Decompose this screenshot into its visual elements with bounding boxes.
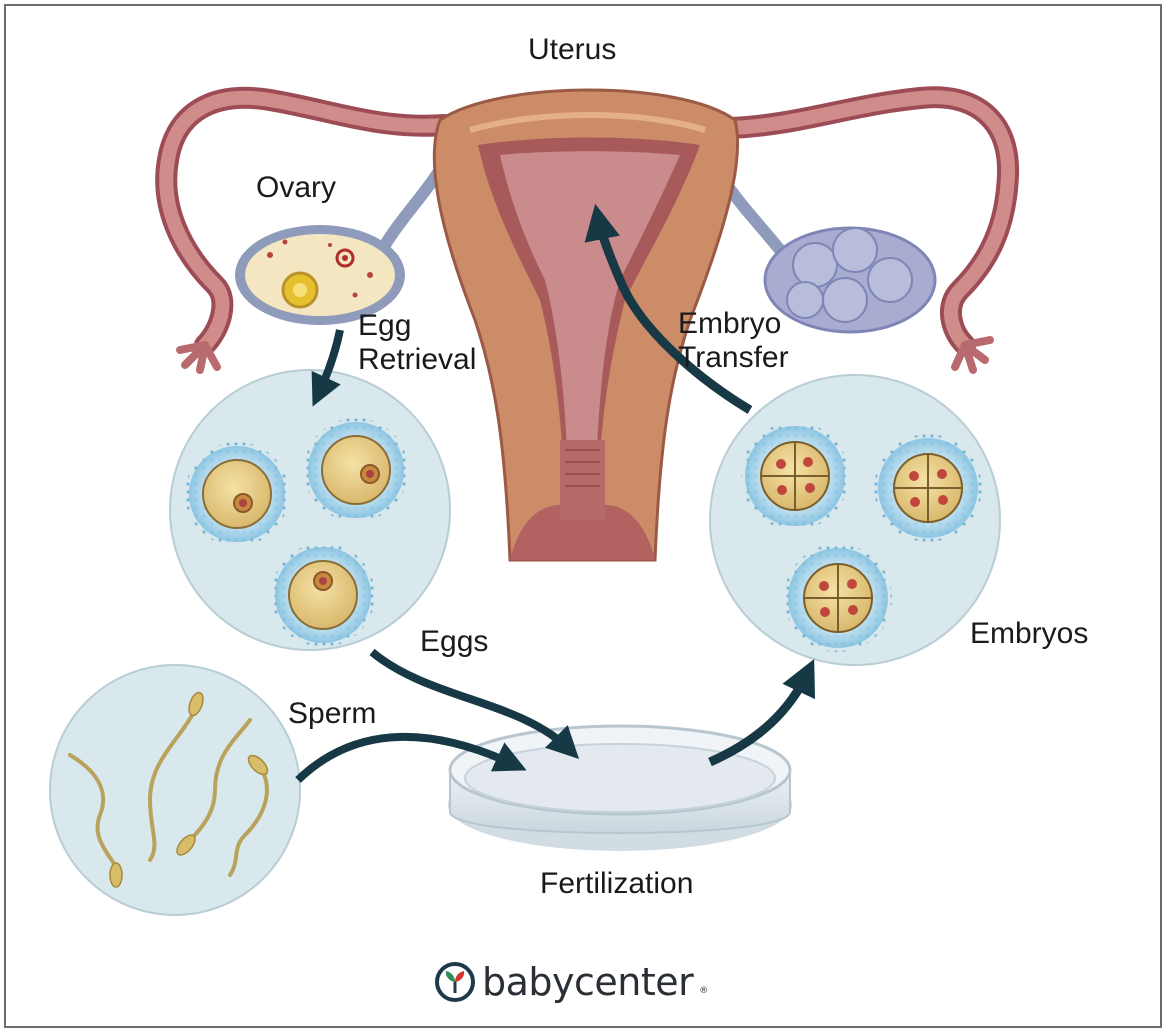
fertilization-label: Fertilization bbox=[540, 867, 694, 900]
babycenter-logo-icon bbox=[435, 962, 475, 1002]
embryos-circle bbox=[709, 374, 1001, 666]
eggs-to-dish-arrow bbox=[369, 648, 580, 760]
right-fallopian-tube bbox=[719, 86, 1020, 374]
embryo-2 bbox=[874, 434, 982, 542]
uterus-body bbox=[432, 88, 740, 562]
egg-retrieval-arrow bbox=[311, 329, 344, 407]
embryo-transfer-arrow bbox=[584, 203, 753, 414]
egg-retrieval-label-line1: Egg bbox=[358, 309, 412, 342]
sperm-head-4 bbox=[247, 754, 269, 776]
babycenter-logo: babycenter ® bbox=[434, 956, 708, 1008]
embryos-label: Embryos bbox=[970, 617, 1089, 650]
embryo-1 bbox=[741, 422, 849, 530]
eggs-label: Eggs bbox=[420, 625, 489, 658]
egg-retrieval-label-line2: Retrieval bbox=[358, 343, 477, 376]
egg-1 bbox=[185, 442, 289, 546]
sperm-circle bbox=[49, 664, 301, 916]
embryo-transfer-label-line1: Embryo bbox=[678, 307, 782, 340]
right-ovary bbox=[763, 226, 937, 334]
embryo-transfer-label-line2: Transfer bbox=[678, 341, 789, 374]
brand-trademark: ® bbox=[699, 986, 708, 996]
sperm-to-dish-arrow bbox=[295, 732, 527, 783]
sperm-head-3 bbox=[176, 834, 196, 856]
sperm-head-1 bbox=[109, 862, 123, 888]
dish-to-embryos-arrow bbox=[708, 658, 816, 767]
sperm-head-2 bbox=[188, 691, 204, 717]
sperm-label: Sperm bbox=[288, 697, 377, 730]
petri-dish bbox=[448, 724, 792, 851]
eggs-circle bbox=[169, 369, 451, 651]
embryo-3 bbox=[784, 544, 892, 652]
left-fallopian-tube bbox=[155, 86, 456, 374]
ovary-label: Ovary bbox=[256, 171, 337, 204]
brand-name: babycenter bbox=[482, 960, 694, 1004]
egg-3 bbox=[271, 543, 375, 647]
uterus-label: Uterus bbox=[528, 33, 617, 66]
left-ligament bbox=[379, 166, 445, 249]
egg-2 bbox=[304, 418, 408, 522]
left-ovary bbox=[235, 225, 405, 325]
